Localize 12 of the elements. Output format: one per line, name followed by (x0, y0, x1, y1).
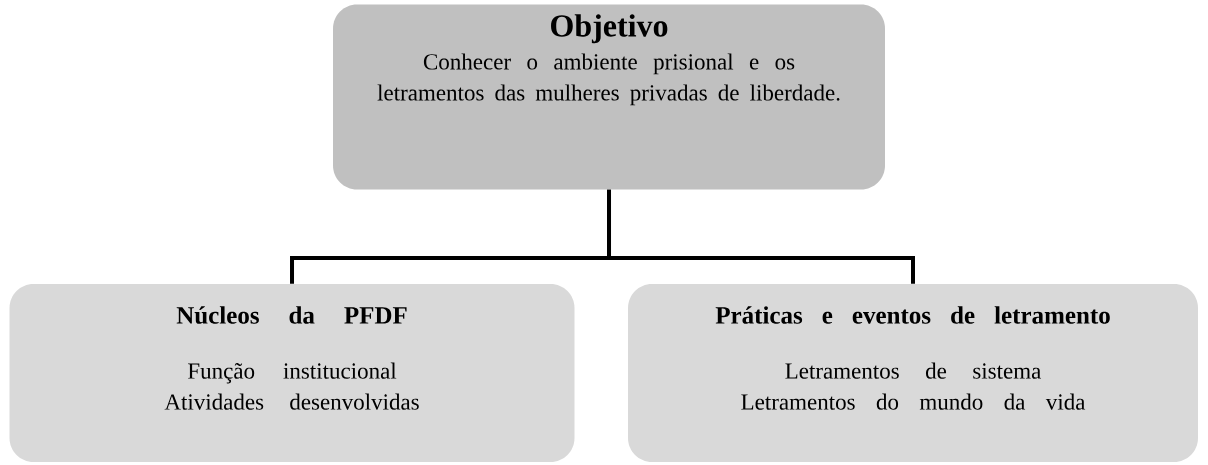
rounded-box (333, 4, 885, 190)
rounded-box (628, 284, 1198, 462)
heading: Práticas e eventos de letramento (715, 306, 1110, 324)
connector-line (607, 189, 915, 284)
body-text: Conhecer o ambiente prisional e os letramentos das mulheres privadas de liberdade. (377, 53, 840, 106)
heading: Objetivo (551, 14, 668, 44)
body-text: Letramentos do mundo da vida (741, 393, 1086, 410)
rounded-box (9, 284, 575, 462)
heading: Núcleos da PFDF (176, 306, 407, 324)
body-text: Atividades desenvolvidas (164, 393, 419, 410)
body-text: Letramentos de sistema (785, 362, 1041, 379)
body-text: Função institucional (188, 362, 397, 384)
